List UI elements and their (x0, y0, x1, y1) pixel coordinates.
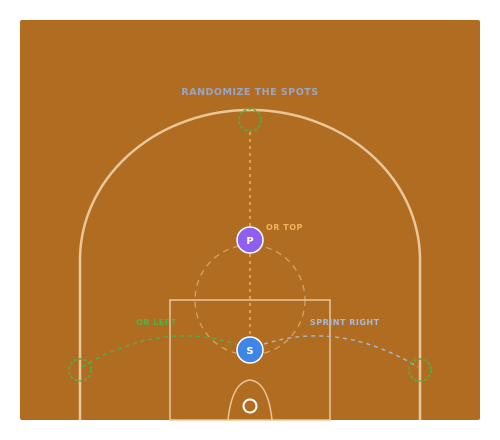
diagram-title: RANDOMIZE THE SPOTS (181, 87, 318, 98)
rim (242, 398, 258, 414)
three-point-line (78, 108, 422, 420)
left-movement-path (81, 335, 237, 368)
left-option-label: OR LEFT (136, 318, 177, 327)
shooter-token (236, 336, 264, 364)
paint-lane (169, 299, 331, 421)
passer-token (236, 226, 264, 254)
top-option-label: OR TOP (266, 223, 303, 232)
top-spot-marker (238, 108, 262, 132)
right-movement-path (263, 335, 419, 368)
passer-label: P (246, 236, 253, 247)
right-spot-marker (408, 358, 432, 382)
shooter-label: S (246, 346, 253, 357)
restricted-area-arc (227, 379, 273, 421)
right-option-label: SPRINT RIGHT (310, 318, 380, 327)
left-spot-marker (68, 358, 92, 382)
passer-player[interactable]: P (236, 226, 264, 254)
court-surface (20, 20, 480, 420)
shooter-player[interactable]: S (236, 336, 264, 364)
